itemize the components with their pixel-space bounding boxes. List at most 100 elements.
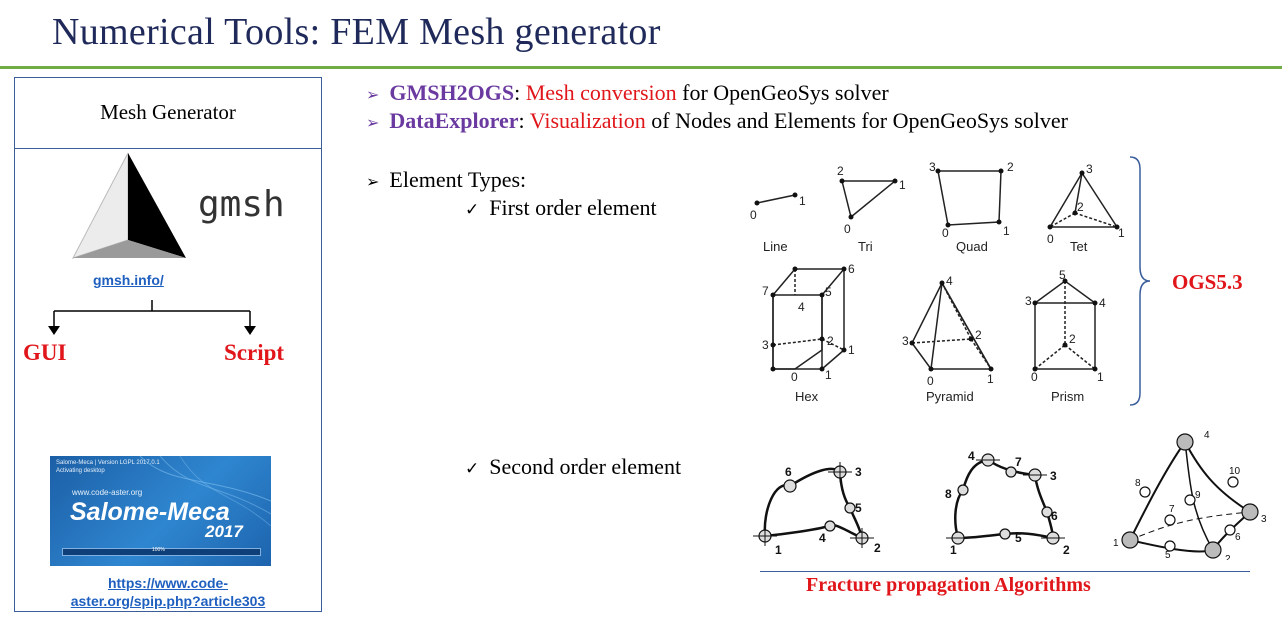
separator: : <box>518 108 530 133</box>
splash-line2: Activating desktop <box>56 468 105 474</box>
caption-pyramid: Pyramid <box>926 389 974 404</box>
title-divider <box>0 66 1282 69</box>
panel-header: Mesh Generator <box>15 78 321 149</box>
svg-text:4: 4 <box>798 300 805 314</box>
arrow-bullet-icon: ➢ <box>366 174 380 191</box>
svg-text:2: 2 <box>827 334 834 348</box>
svg-text:6: 6 <box>1051 509 1058 523</box>
splash-year: 2017 <box>205 522 243 541</box>
caption-hex: Hex <box>795 389 819 404</box>
bullet1-rest: for OpenGeoSys solver <box>676 80 889 105</box>
svg-text:3: 3 <box>1050 469 1057 483</box>
svg-text:0: 0 <box>791 370 798 384</box>
footer-divider <box>760 571 1250 572</box>
first-order-text: First order element <box>489 195 657 220</box>
arrow-bullet-icon: ➢ <box>366 115 380 132</box>
bullet-gmsh2ogs: ➢ GMSH2OGS: Mesh conversion for OpenGeoSy… <box>366 80 889 106</box>
svg-text:7: 7 <box>762 284 769 298</box>
mesh-conversion-text: Mesh conversion <box>525 80 677 105</box>
svg-text:1: 1 <box>1097 370 1104 384</box>
splash-progress-label: 100% <box>152 547 165 553</box>
svg-text:0: 0 <box>1047 232 1054 246</box>
svg-text:0: 0 <box>1031 370 1038 384</box>
svg-text:0: 0 <box>927 374 934 388</box>
check-first-order: ✓ First order element <box>465 195 657 221</box>
second-order-text: Second order element <box>489 454 682 479</box>
svg-text:3: 3 <box>855 465 862 479</box>
checkmark-icon: ✓ <box>465 200 480 219</box>
svg-text:1: 1 <box>899 178 906 192</box>
page-title: Numerical Tools: FEM Mesh generator <box>52 11 661 53</box>
gmsh-link[interactable]: gmsh.info/ <box>93 272 164 288</box>
gui-label: GUI <box>23 340 67 365</box>
svg-text:3: 3 <box>902 334 909 348</box>
caption-line: Line <box>763 239 788 254</box>
svg-text:1: 1 <box>799 194 806 208</box>
svg-text:8: 8 <box>945 487 952 501</box>
fracture-algorithms-label: Fracture propagation Algorithms <box>806 574 1091 596</box>
svg-text:3: 3 <box>1086 162 1093 176</box>
svg-text:0: 0 <box>942 226 949 240</box>
aster-link-line2[interactable]: aster.org/spip.php?article303 <box>70 593 266 609</box>
gmsh2ogs-name: GMSH2OGS <box>389 80 515 105</box>
svg-text:0: 0 <box>750 208 757 222</box>
curly-brace <box>1129 156 1151 406</box>
svg-text:5: 5 <box>825 285 832 299</box>
svg-text:5: 5 <box>1059 268 1066 282</box>
svg-text:7: 7 <box>1169 504 1175 515</box>
svg-text:5: 5 <box>1165 550 1171 560</box>
svg-text:4: 4 <box>946 274 953 288</box>
svg-text:3: 3 <box>762 338 769 352</box>
svg-text:6: 6 <box>848 262 855 276</box>
element-types-text: Element Types: <box>389 167 527 192</box>
svg-text:2: 2 <box>1063 543 1070 557</box>
panel-heading: Mesh Generator <box>100 100 236 124</box>
svg-text:5: 5 <box>1015 531 1022 545</box>
svg-text:9: 9 <box>1195 490 1201 501</box>
splash-url: www.code-aster.org <box>72 488 143 497</box>
caption-quad: Quad <box>956 239 988 254</box>
bullet2-rest: of Nodes and Elements for OpenGeoSys sol… <box>645 108 1068 133</box>
svg-text:6: 6 <box>1235 532 1241 543</box>
svg-text:2: 2 <box>1225 554 1231 560</box>
aster-link-line1[interactable]: https://www.code- <box>107 575 229 591</box>
svg-text:2: 2 <box>975 328 982 342</box>
gmsh-logo-icon <box>71 152 186 259</box>
script-label: Script <box>224 340 285 365</box>
svg-text:4: 4 <box>819 531 826 545</box>
svg-text:6: 6 <box>785 465 792 479</box>
splash-name: Salome-Meca <box>70 498 230 526</box>
check-second-order: ✓ Second order element <box>465 454 681 480</box>
svg-text:10: 10 <box>1229 466 1241 477</box>
bullet-dataexplorer: ➢ DataExplorer: Visualization of Nodes an… <box>366 108 1068 134</box>
gmsh-wordmark: gmsh <box>198 184 285 225</box>
separator: : <box>514 80 526 105</box>
svg-text:4: 4 <box>1204 430 1210 441</box>
svg-text:5: 5 <box>855 501 862 515</box>
splash-line1: Salome-Meca | Version LGPL 2017.0.1 <box>56 460 160 466</box>
svg-text:2: 2 <box>1069 332 1076 346</box>
svg-text:2: 2 <box>1007 160 1014 174</box>
svg-text:1: 1 <box>1113 538 1119 549</box>
svg-text:2: 2 <box>874 541 881 555</box>
checkmark-icon: ✓ <box>465 459 480 478</box>
dataexplorer-name: DataExplorer <box>389 108 519 133</box>
caption-tet: Tet <box>1070 239 1088 254</box>
mesh-generator-panel: Mesh Generator <box>14 77 322 612</box>
visualization-text: Visualization <box>529 108 646 133</box>
svg-text:1: 1 <box>825 368 832 382</box>
svg-text:2: 2 <box>1077 200 1084 214</box>
svg-text:1: 1 <box>848 343 855 357</box>
splash-progress-bar <box>62 548 261 556</box>
svg-text:1: 1 <box>1118 226 1125 240</box>
svg-text:1: 1 <box>775 543 782 557</box>
svg-text:4: 4 <box>968 449 975 463</box>
split-arrow <box>48 300 256 335</box>
svg-text:1: 1 <box>1003 224 1010 238</box>
svg-text:8: 8 <box>1135 478 1141 489</box>
caption-prism: Prism <box>1051 389 1084 404</box>
svg-text:1: 1 <box>950 543 957 557</box>
arrow-bullet-icon: ➢ <box>366 87 380 104</box>
